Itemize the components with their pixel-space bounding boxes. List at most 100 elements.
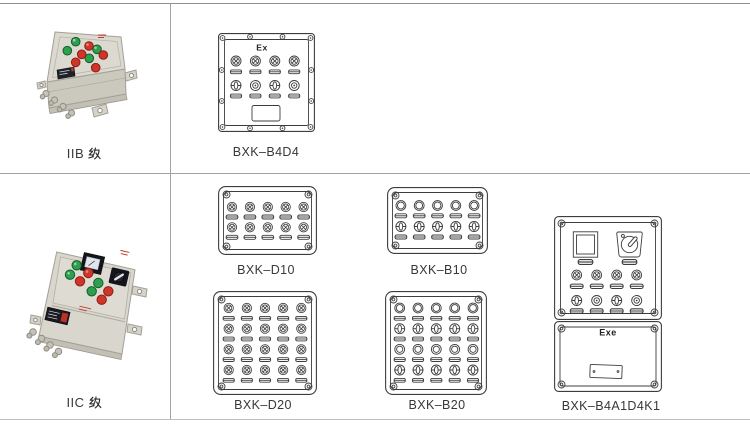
panel-screw-icon — [557, 380, 566, 389]
label-plate — [629, 283, 644, 290]
meter-display — [79, 252, 106, 275]
label-plate — [467, 234, 481, 240]
indicator-light-icon — [278, 323, 289, 334]
label-plate — [261, 214, 275, 220]
push-button-icon — [611, 295, 623, 306]
panel-drawing-bxk-b10 — [387, 187, 488, 254]
panel-outer-border — [218, 186, 317, 255]
panel-outer-border — [387, 187, 488, 254]
cable-glands-group — [39, 89, 76, 119]
label-plate — [430, 315, 443, 321]
push-button-icon — [430, 323, 442, 335]
label-plate — [569, 308, 584, 314]
label-plate — [393, 357, 406, 362]
indicator-light-icon — [226, 201, 238, 213]
indicator-light-icon — [230, 55, 242, 67]
enclosure-seam — [47, 77, 126, 93]
label-plate — [412, 234, 426, 240]
push-button-green-icon — [64, 269, 76, 280]
indicator-light-icon — [259, 344, 271, 355]
label-plate — [589, 308, 604, 314]
panel-inner-border — [392, 192, 483, 249]
label-plate — [411, 357, 425, 362]
caption-iib-latin: IIB — [66, 145, 85, 161]
indicator-light-icon — [259, 364, 271, 376]
panel-screw-icon — [307, 35, 314, 41]
indicator-light-icon — [288, 55, 300, 67]
rotary-switch-icon — [617, 232, 642, 257]
indicator-light-icon — [280, 222, 291, 233]
indicator-light-icon — [611, 269, 623, 281]
label-plate — [609, 308, 624, 314]
caption-bxk-b4a1d4k1: BXK–B4A1D4K1 — [561, 398, 661, 413]
label-plate — [430, 377, 443, 383]
cable-gland-icon — [48, 96, 59, 106]
caption-iib-grade: IIB — [66, 145, 102, 161]
label-plate — [268, 69, 281, 75]
push-button-icon — [571, 295, 583, 306]
indicator-light-icon — [296, 344, 307, 355]
display-red-mark — [71, 67, 74, 72]
indicator-light-icon — [571, 269, 583, 281]
indicator-light-icon — [280, 201, 291, 213]
label-plate — [393, 315, 406, 321]
indicator-light-icon — [591, 269, 603, 281]
push-button-green-icon — [71, 260, 82, 271]
cable-gland-icon — [39, 89, 50, 100]
table-border-bottom — [0, 419, 750, 420]
label-plate — [295, 357, 308, 362]
label-plate — [279, 234, 293, 240]
table-border-top — [0, 3, 750, 5]
panel-screw-icon — [650, 380, 659, 389]
indicator-light-icon — [631, 269, 643, 281]
indicator-light-icon — [223, 364, 234, 376]
mounting-ear-icon — [131, 285, 148, 298]
red-label-text — [98, 34, 106, 38]
label-plate — [277, 315, 290, 321]
red-label-text — [120, 249, 130, 256]
label-plate — [243, 214, 257, 220]
label-plate — [297, 214, 310, 220]
push-button-icon — [432, 221, 443, 232]
mounting-ear-icon — [126, 323, 143, 336]
push-button-icon — [395, 200, 407, 211]
label-plate — [412, 213, 426, 219]
warning-label — [44, 306, 71, 326]
caption-bxk-b4d4: BXK–B4D4 — [232, 145, 300, 159]
label-plate — [222, 357, 235, 362]
label-plate — [258, 357, 272, 362]
push-button-icon — [269, 80, 281, 91]
label-plate — [295, 315, 308, 321]
label-plate — [431, 213, 444, 219]
push-button-red-icon — [84, 41, 94, 51]
indicator-light-icon — [298, 222, 309, 233]
caption-bxk-d20: BXK–D20 — [234, 397, 292, 412]
panel-screw-icon — [308, 98, 315, 104]
caption-bxk-b20: BXK–B20 — [408, 397, 466, 412]
label-plate — [249, 93, 262, 99]
label-plate — [240, 377, 253, 383]
panel-drawing-bxk-b20 — [385, 291, 487, 395]
panel-screw-icon — [247, 125, 253, 132]
label-plate — [629, 308, 644, 314]
label-plate — [467, 213, 481, 219]
label-plate — [448, 357, 461, 362]
push-button-icon — [413, 200, 425, 211]
mounting-ear-icon — [36, 80, 47, 90]
panel-outer-border — [385, 291, 487, 395]
label-plate — [394, 213, 408, 219]
mounting-ear-icon — [29, 314, 42, 326]
push-buttons-group — [62, 36, 109, 73]
panel-mark: Ex — [256, 43, 267, 53]
push-button-icon — [394, 302, 406, 314]
label-plate — [222, 315, 235, 321]
ji-character-glyph — [89, 396, 102, 409]
push-button-icon — [450, 200, 462, 211]
panel-drawing-bxk-d20 — [213, 291, 317, 395]
label-plate — [466, 357, 480, 362]
push-button-icon — [467, 364, 479, 376]
panel-screw-icon — [218, 67, 225, 73]
indicator-light-icon — [241, 364, 252, 376]
push-button-icon — [249, 80, 261, 91]
